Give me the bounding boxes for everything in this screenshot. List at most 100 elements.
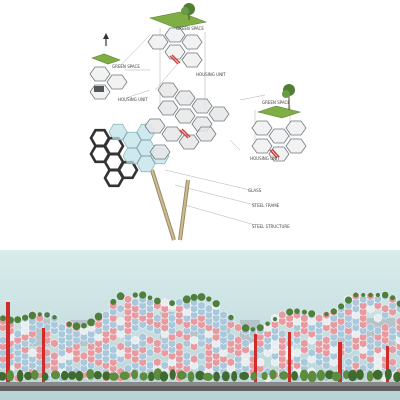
housing-hex-cell	[21, 345, 29, 355]
rooftop-greenery	[190, 293, 198, 301]
housing-hex-cell	[131, 297, 140, 307]
rooftop-greenery	[87, 318, 96, 327]
central-housing-cluster	[144, 82, 230, 160]
housing-hex-cell	[388, 345, 397, 355]
housing-hex-cell	[153, 357, 162, 367]
housing-hex-cell	[300, 357, 309, 367]
housing-hex-cell	[315, 313, 323, 323]
street-tree	[331, 371, 342, 382]
rooftop-greenery	[301, 309, 307, 315]
street-tree	[195, 370, 205, 381]
rooftop-greenery	[338, 303, 345, 310]
housing-hex-cell	[124, 332, 132, 342]
rooftop-greenery	[44, 312, 50, 318]
housing-hex-cell	[256, 357, 265, 367]
housing-hex-cell	[153, 338, 162, 348]
housing-hex-cell	[278, 329, 287, 339]
street-tree	[261, 371, 268, 381]
rooftop-greenery	[256, 324, 264, 332]
housing-hex-cell	[153, 313, 162, 323]
street-tree	[250, 372, 257, 381]
housing-hex-cell	[124, 294, 132, 304]
steel-structure	[150, 169, 190, 241]
housing-hex-cell	[138, 345, 147, 355]
housing-hex-cell	[204, 304, 213, 314]
street-tree	[356, 369, 364, 380]
housing-hex-cell	[13, 329, 22, 339]
housing-hex-cell	[344, 357, 353, 367]
rooftop-greenery	[324, 312, 329, 317]
street-tree	[0, 372, 7, 381]
housing-hex-cell	[50, 338, 59, 348]
housing-hex-cell	[329, 357, 338, 367]
housing-hex-cell	[271, 326, 279, 336]
housing-hex-cell	[300, 338, 309, 348]
rooftop-greenery	[390, 295, 396, 301]
street-tree	[75, 370, 84, 382]
rooftop-greenery	[110, 298, 117, 305]
rooftop-greenery	[116, 292, 125, 301]
housing-hex-cell	[351, 354, 360, 364]
housing-hex-cell	[57, 323, 66, 333]
housing-hex-cell	[388, 357, 397, 367]
housing-hex-cell	[138, 357, 147, 367]
rooftop-greenery	[361, 293, 366, 297]
label-housing-unit-right: HOUSING UNIT	[250, 156, 280, 161]
street-tree	[299, 369, 309, 381]
housing-hex-cell	[219, 310, 228, 320]
label-steel-structure: STEEL STRUCTURE	[252, 224, 290, 229]
street-tree	[384, 368, 392, 380]
street-tree	[24, 371, 33, 381]
housing-hex-cell	[373, 326, 382, 336]
label-glass: GLASS	[248, 188, 262, 193]
housing-hex-cell	[234, 335, 243, 345]
rooftop-greenery	[396, 300, 400, 307]
housing-hex-cell	[146, 297, 154, 307]
housing-hex-cell	[226, 332, 235, 342]
street-tree	[67, 371, 77, 380]
rooftop-greenery	[182, 295, 191, 304]
housing-hex-cell	[278, 335, 287, 345]
street-tree	[291, 371, 298, 381]
rooftop-greenery	[139, 291, 147, 299]
tree-icon	[282, 84, 295, 110]
housing-hex-cell	[219, 354, 228, 364]
street-tree	[148, 371, 155, 382]
housing-hex-cell	[168, 313, 176, 323]
street-tree	[231, 371, 238, 382]
housing-hex-cell	[234, 323, 243, 333]
street-trees	[0, 368, 400, 383]
street-tree	[187, 371, 195, 383]
housing-hex-cell	[146, 335, 154, 345]
housing-hex-cell	[226, 320, 235, 329]
red-towers	[6, 302, 389, 382]
rooftop-greenery	[197, 293, 206, 301]
street-tree	[202, 372, 213, 381]
rooftop-greenery	[241, 324, 250, 332]
exploded-axonometric-diagram: GREEN SPACE HOUSING UNIT GREEN SPACE HOU…	[89, 3, 307, 241]
rooftop-greenery	[28, 311, 37, 320]
rooftop-greenery	[52, 315, 57, 320]
housing-hex-cell	[109, 345, 118, 355]
housing-hex-cell	[50, 351, 59, 361]
label-green-space-left: GREEN SPACE	[112, 64, 140, 69]
housing-hex-cell	[175, 297, 184, 307]
rooftop-greenery	[250, 327, 256, 332]
rooftop-greenery	[81, 322, 87, 329]
housing-hex-cell	[138, 332, 147, 342]
label-steel-frame: STEEL FRAME	[252, 203, 280, 208]
tree-icon	[181, 3, 195, 20]
housing-hex-cell	[190, 360, 198, 370]
housing-hex-cell	[28, 335, 37, 345]
housing-hex-cell	[131, 335, 140, 345]
housing-hex-cell	[381, 304, 390, 314]
housing-hex-cell	[116, 342, 125, 351]
rooftop-greenery	[381, 291, 389, 299]
housing-hex-cell	[373, 301, 382, 311]
rooftop-greenery	[265, 321, 270, 327]
rooftop-greenery	[212, 300, 220, 308]
street-tree	[372, 369, 383, 380]
label-green-space-top: GREEN SPACE	[176, 26, 204, 31]
housing-hex-cell	[182, 351, 191, 361]
street-tree	[169, 369, 176, 380]
